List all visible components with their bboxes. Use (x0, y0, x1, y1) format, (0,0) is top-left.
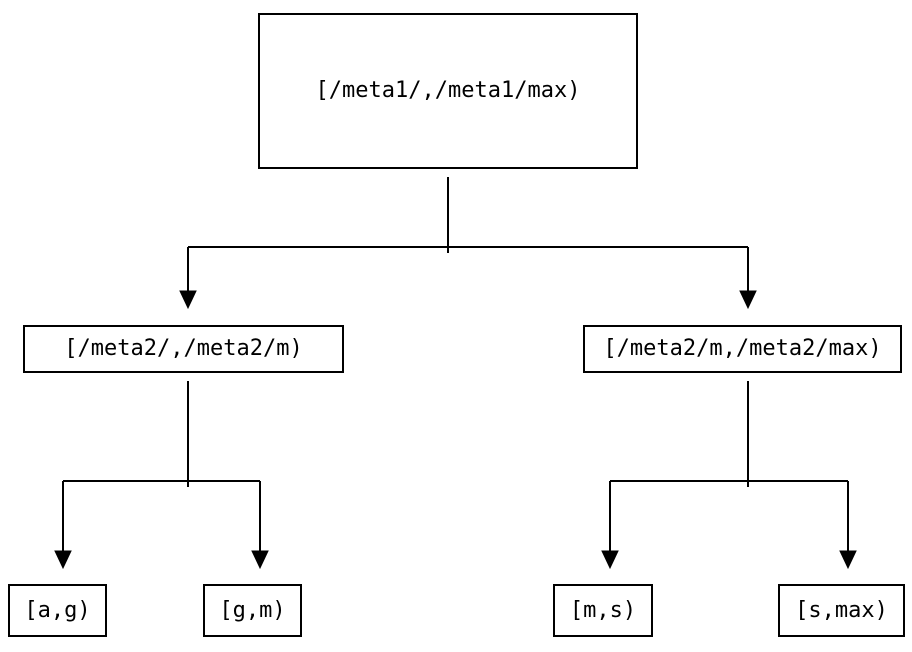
arrowhead-down-icon (739, 290, 757, 310)
arrowhead-down-icon (251, 550, 269, 570)
node-label: [g,m) (219, 597, 286, 623)
node-label: [a,g) (24, 597, 91, 623)
arrowhead-down-icon (601, 550, 619, 570)
node-root: [/meta1/,/meta1/max) (258, 13, 638, 169)
node-label: [/meta2/,/meta2/m) (64, 336, 303, 361)
arrowhead-down-icon (839, 550, 857, 570)
node-left-child: [/meta2/,/meta2/m) (23, 325, 344, 373)
node-leaf-a-g: [a,g) (8, 584, 107, 637)
node-label: [/meta1/,/meta1/max) (315, 78, 581, 103)
node-leaf-s-max: [s,max) (778, 584, 905, 637)
node-leaf-g-m: [g,m) (203, 584, 302, 637)
arrowhead-down-icon (179, 290, 197, 310)
node-leaf-m-s: [m,s) (553, 584, 653, 637)
node-label: [/meta2/m,/meta2/max) (603, 336, 882, 361)
node-label: [s,max) (795, 597, 888, 623)
node-right-child: [/meta2/m,/meta2/max) (583, 325, 902, 373)
node-label: [m,s) (569, 597, 637, 623)
arrowhead-down-icon (54, 550, 72, 570)
